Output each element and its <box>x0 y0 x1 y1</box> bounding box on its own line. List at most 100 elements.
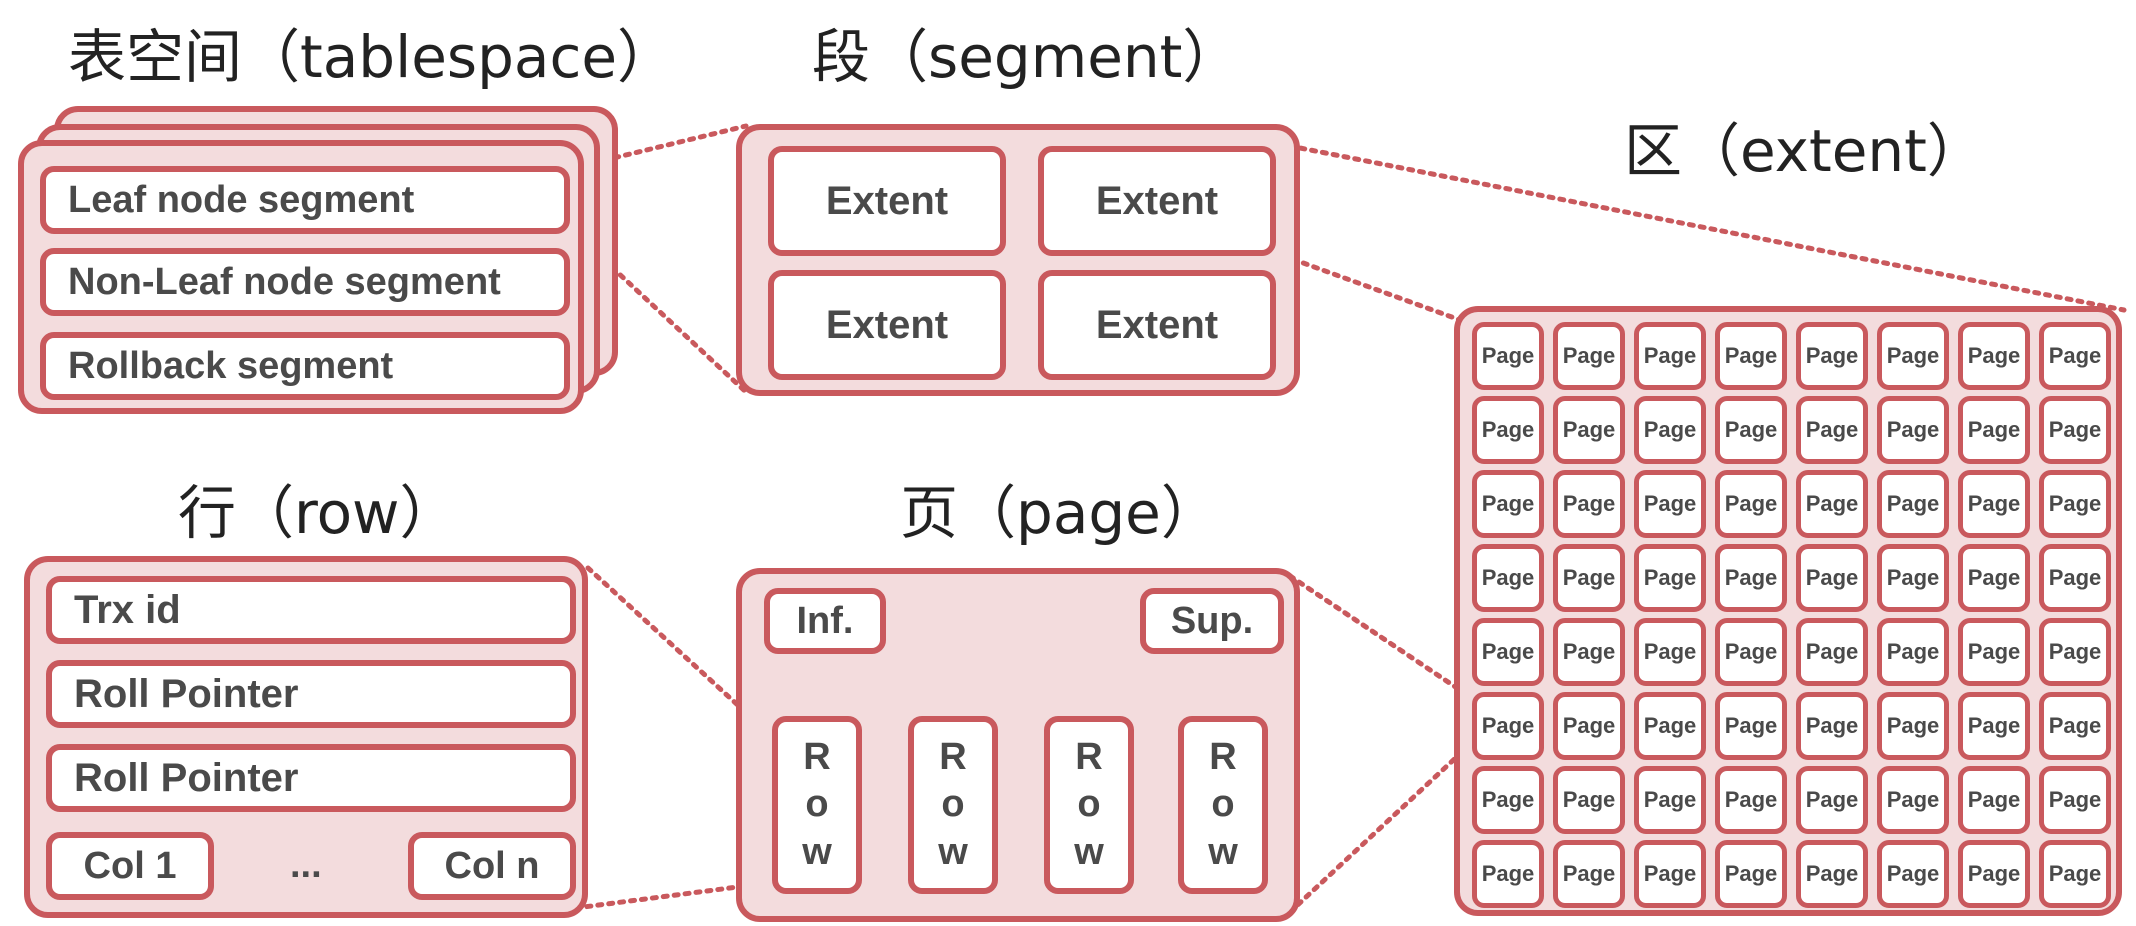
segment-title: 段（segment） <box>812 23 1241 91</box>
extent-box: Extent <box>1038 146 1276 256</box>
row-letter: R <box>1075 735 1103 778</box>
row-letter: R <box>803 735 831 778</box>
page-cell: Page <box>2039 470 2111 538</box>
page-cell: Page <box>1472 692 1544 760</box>
page-cell: Page <box>1634 618 1706 686</box>
page-cell: Page <box>1877 322 1949 390</box>
page-cell: Page <box>1553 544 1625 612</box>
page-cell: Page <box>1472 840 1544 908</box>
page-cell: Page <box>1877 766 1949 834</box>
rollback-segment: Rollback segment <box>40 332 570 400</box>
row-letter: o <box>1211 783 1235 826</box>
page-cell: Page <box>1877 692 1949 760</box>
row-letter: w <box>1208 830 1238 873</box>
page-cell: Page <box>1877 840 1949 908</box>
col-n-field: Col n <box>408 832 576 900</box>
page-cell: Page <box>1472 396 1544 464</box>
page-cell: Page <box>1796 396 1868 464</box>
non-leaf-node-segment: Non-Leaf node segment <box>40 248 570 316</box>
page-cell: Page <box>1715 544 1787 612</box>
roll-pointer-field: Roll Pointer <box>46 660 576 728</box>
page-cell: Page <box>2039 544 2111 612</box>
page-cell: Page <box>1634 766 1706 834</box>
page-cell: Page <box>1472 766 1544 834</box>
extent-box: Extent <box>1038 270 1276 380</box>
page-cell: Page <box>2039 840 2111 908</box>
page-cell: Page <box>2039 692 2111 760</box>
zoom-line <box>1287 749 1465 915</box>
page-cell: Page <box>1715 692 1787 760</box>
page-cell: Page <box>1796 840 1868 908</box>
page-cell: Page <box>1715 840 1787 908</box>
page-cell: Page <box>1877 544 1949 612</box>
roll-pointer-field: Roll Pointer <box>46 744 576 812</box>
extent-box: Extent <box>768 146 1006 256</box>
page-cell: Page <box>2039 766 2111 834</box>
row-letter: w <box>1074 830 1104 873</box>
page-cell: Page <box>1553 692 1625 760</box>
page-cell: Page <box>2039 618 2111 686</box>
row-title: 行（row） <box>178 479 458 547</box>
page-cell: Page <box>1796 322 1868 390</box>
page-cell: Page <box>1877 470 1949 538</box>
page-cell: Page <box>1472 544 1544 612</box>
page-title: 页（page） <box>900 479 1219 547</box>
row-letter: w <box>938 830 968 873</box>
page-cell: Page <box>1553 470 1625 538</box>
zoom-line <box>569 227 749 395</box>
page-cell: Page <box>1877 618 1949 686</box>
segment-panel: Extent Extent Extent Extent <box>736 124 1300 396</box>
zoom-line <box>1287 143 2127 313</box>
page-cell: Page <box>1958 766 2030 834</box>
zoom-line <box>1287 573 1463 693</box>
page-cell: Page <box>1715 618 1787 686</box>
tablespace-title: 表空间（tablespace） <box>68 23 676 91</box>
page-cell: Page <box>1553 618 1625 686</box>
page-cell: Page <box>1634 322 1706 390</box>
page-cell: Page <box>1796 470 1868 538</box>
page-cell: Page <box>1715 766 1787 834</box>
page-cell: Page <box>1553 840 1625 908</box>
col-1-field: Col 1 <box>46 832 214 900</box>
row-letter: R <box>939 735 967 778</box>
page-cell: Page <box>1715 396 1787 464</box>
page-cell: Page <box>1796 544 1868 612</box>
row-letter: w <box>802 830 832 873</box>
extent-title: 区（extent） <box>1624 117 1985 185</box>
page-cell: Page <box>1634 692 1706 760</box>
row-letter: R <box>1209 735 1237 778</box>
page-cell: Page <box>1472 618 1544 686</box>
page-cell: Page <box>1715 322 1787 390</box>
page-cell: Page <box>2039 322 2111 390</box>
page-cell: Page <box>1472 322 1544 390</box>
page-cell: Page <box>1958 840 2030 908</box>
page-cell: Page <box>1958 618 2030 686</box>
page-cell: Page <box>1634 840 1706 908</box>
infimum-record: Inf. <box>764 588 886 654</box>
row-letter: o <box>805 783 829 826</box>
page-cell: Page <box>1553 396 1625 464</box>
zoom-line <box>569 123 749 171</box>
supremum-record: Sup. <box>1140 588 1284 654</box>
leaf-node-segment: Leaf node segment <box>40 166 570 234</box>
page-cell: Page <box>1634 544 1706 612</box>
page-cell: Page <box>1958 544 2030 612</box>
row-letter: o <box>941 783 965 826</box>
page-cell: Page <box>1796 692 1868 760</box>
page-cell: Page <box>1796 766 1868 834</box>
page-cell: Page <box>1715 470 1787 538</box>
extent-box: Extent <box>768 270 1006 380</box>
trx-id-field: Trx id <box>46 576 576 644</box>
page-cell: Page <box>1553 766 1625 834</box>
row-panel: Trx id Roll Pointer Roll Pointer Col 1 .… <box>24 556 588 918</box>
page-cell: Page <box>1877 396 1949 464</box>
page-cell: Page <box>1958 322 2030 390</box>
page-cell: Page <box>2039 396 2111 464</box>
row-letter: o <box>1077 783 1101 826</box>
page-cell: Page <box>1634 470 1706 538</box>
column-ellipsis: ... <box>290 844 322 886</box>
